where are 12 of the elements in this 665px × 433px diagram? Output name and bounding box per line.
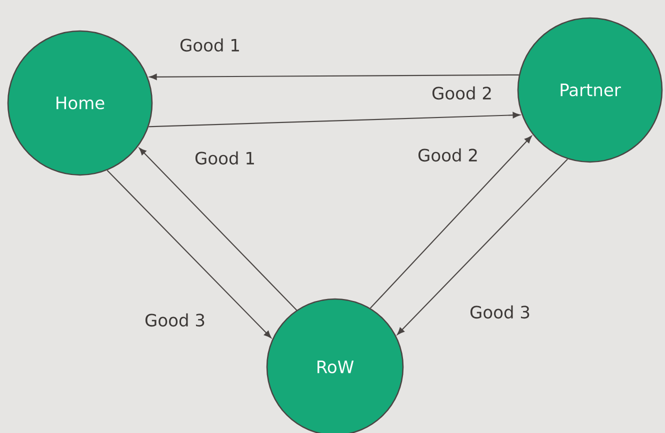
- edge-label: Good 2: [430, 85, 494, 101]
- edge-label: Good 3: [144, 312, 206, 328]
- arrow: [106, 170, 272, 338]
- edge-label: Good 1: [194, 150, 256, 166]
- arrow: [397, 158, 568, 335]
- edge-label: Good 3: [468, 304, 532, 320]
- arrow: [148, 112, 520, 128]
- arrow: [370, 136, 532, 309]
- arrow: [139, 148, 297, 310]
- edge-label: Good 1: [178, 37, 242, 53]
- arrow: [149, 74, 519, 80]
- edge-label: Good 2: [416, 147, 480, 163]
